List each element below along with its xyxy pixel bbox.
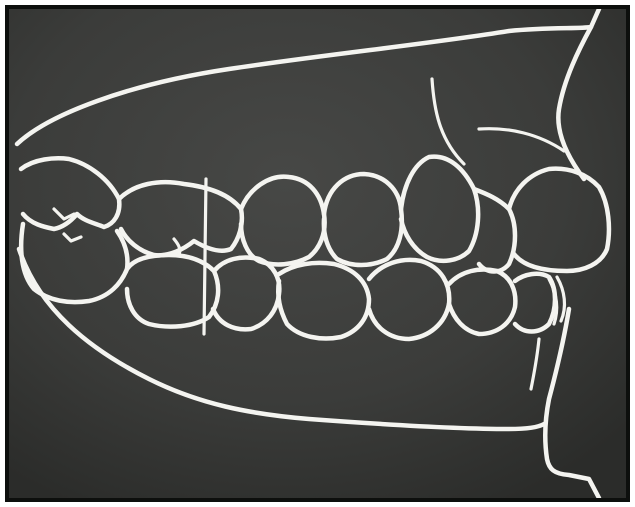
photo-panel (5, 5, 630, 502)
occlusion-drawing (9, 9, 626, 498)
background (9, 9, 626, 498)
vertical-reference-line (204, 179, 206, 334)
